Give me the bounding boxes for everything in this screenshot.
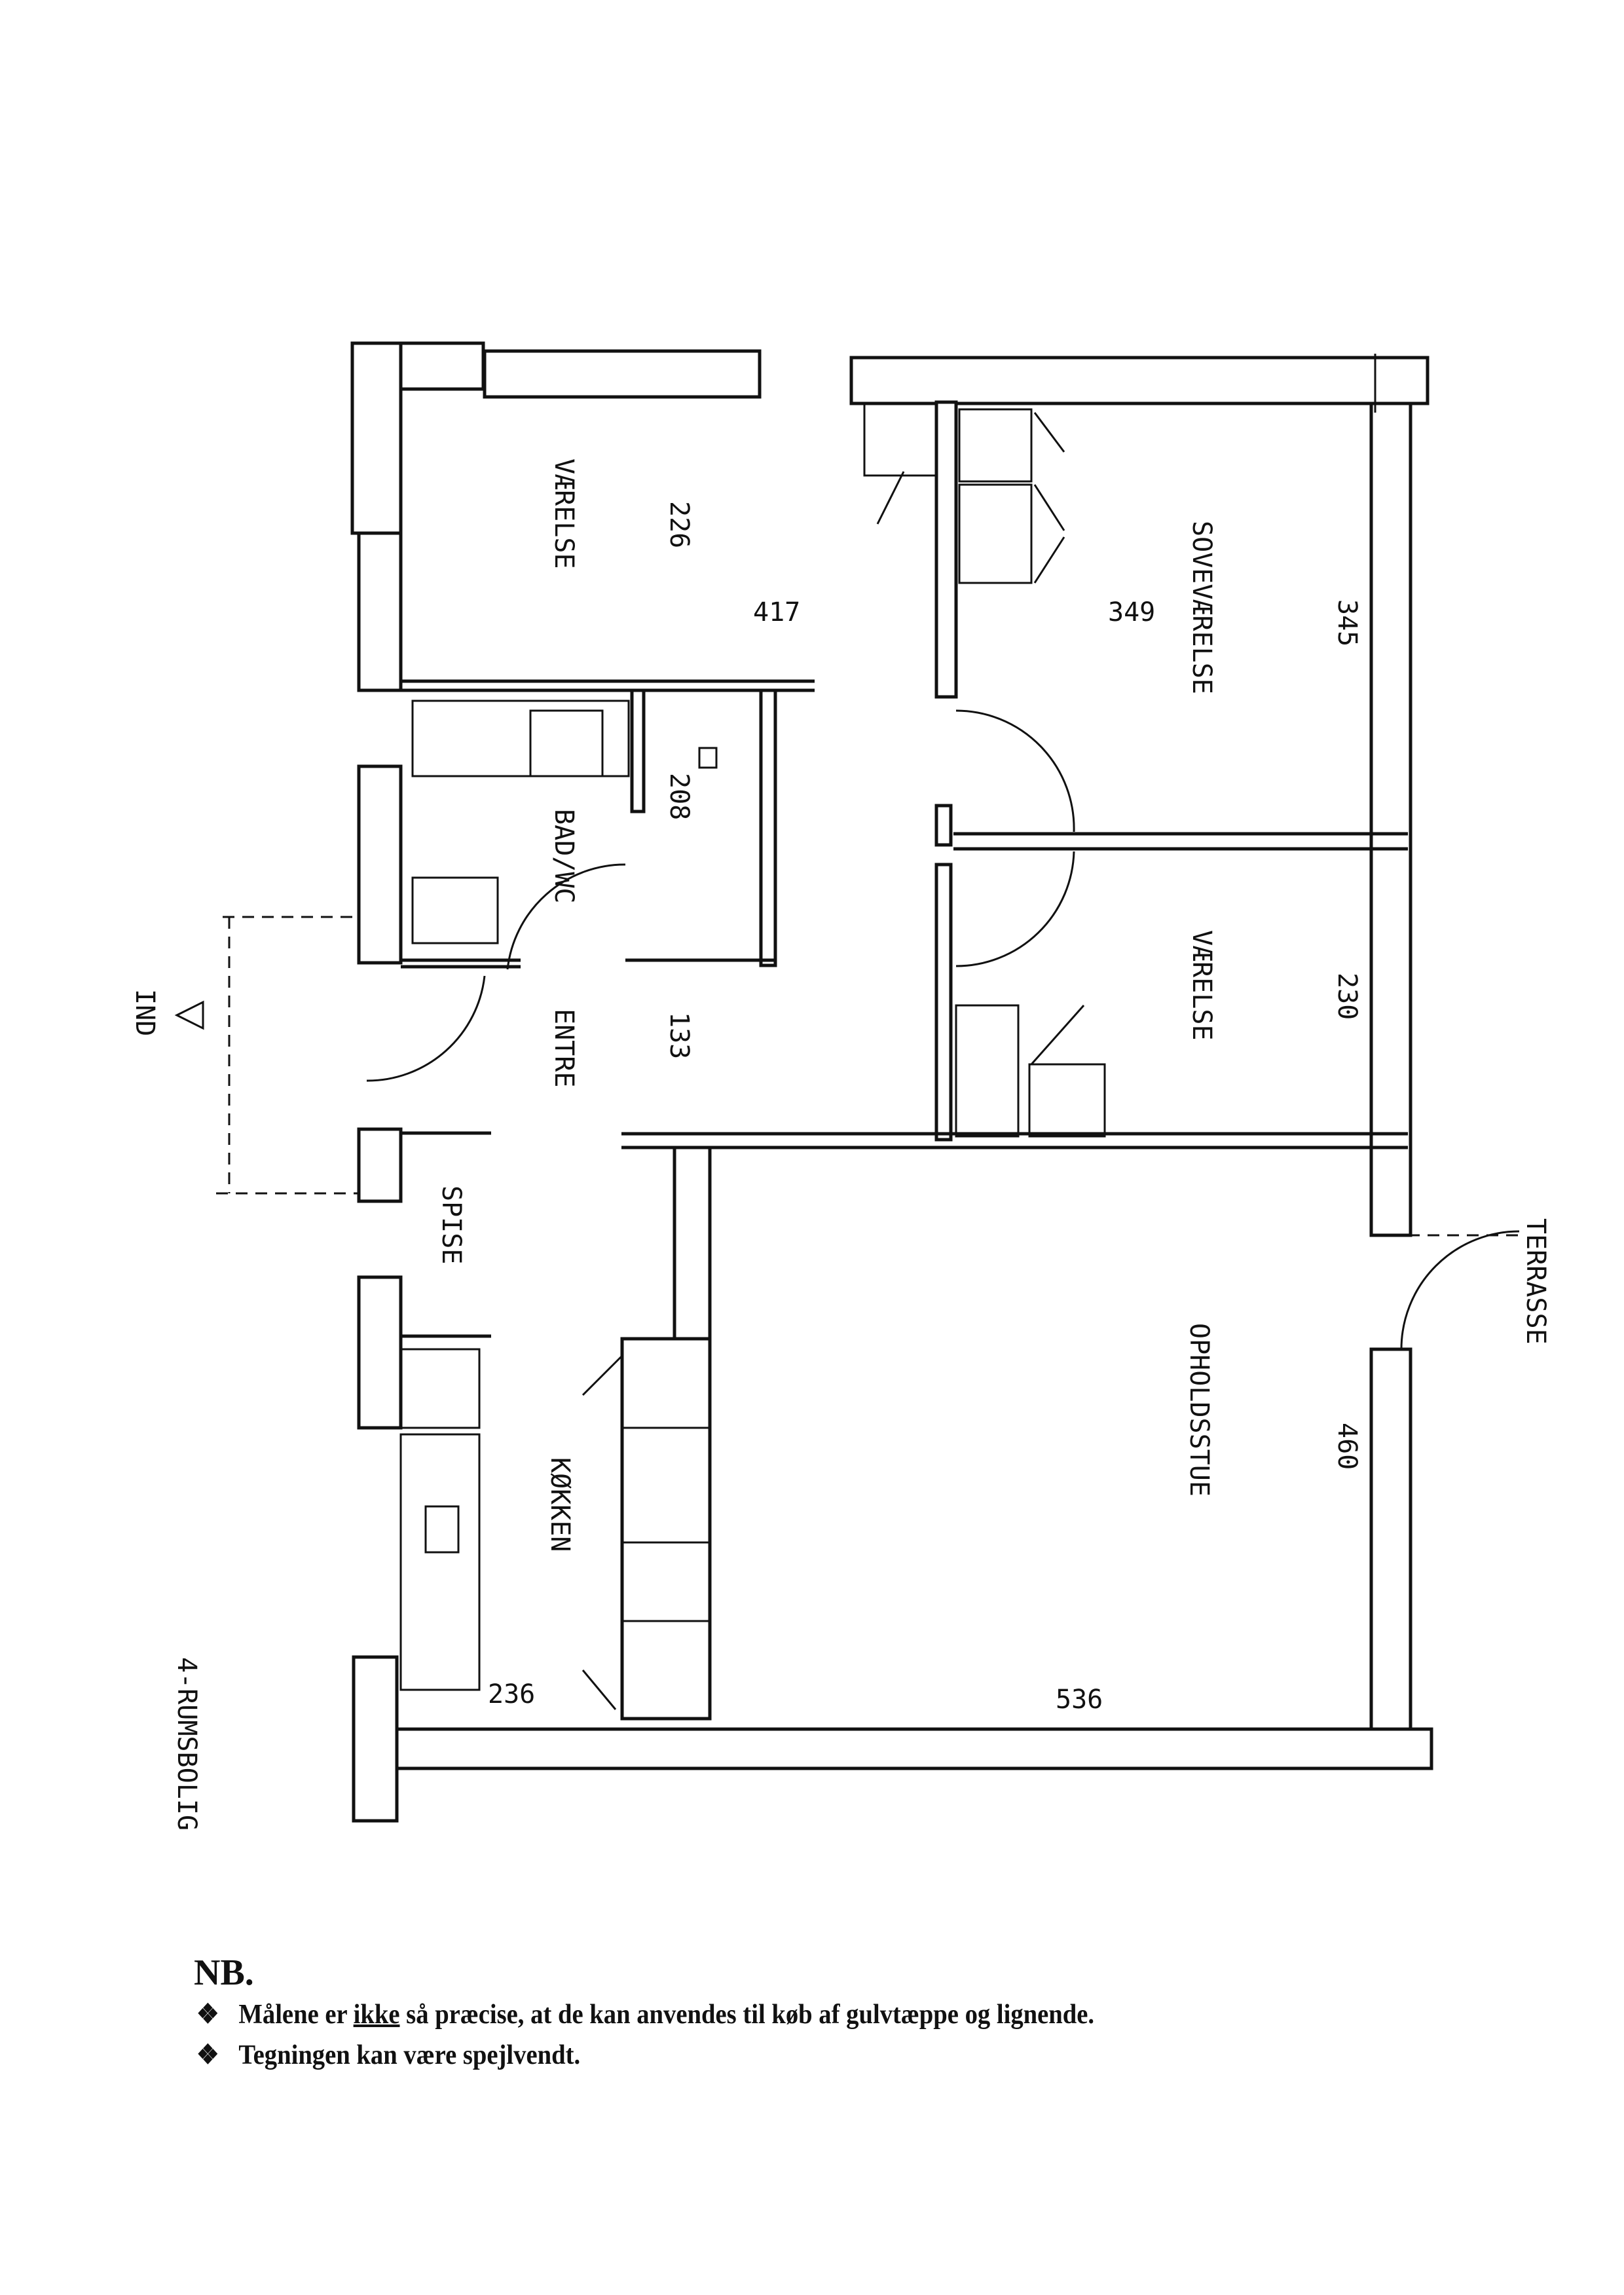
fixtures	[399, 402, 1106, 1721]
bullet-icon: ❖	[196, 2040, 219, 2070]
bath-name: BAD/WC	[549, 809, 579, 904]
note-1-underlined: ikke	[353, 2000, 400, 2030]
note-2-text: Tegningen kan være spejlvendt.	[238, 2040, 581, 2070]
dining-name: SPISE	[436, 1185, 466, 1264]
room2-dim: 230	[1332, 973, 1362, 1020]
living-dim-a: 460	[1332, 1423, 1362, 1470]
bedroom-dim-a: 349	[1108, 597, 1155, 627]
entrance-label: IND	[130, 989, 160, 1036]
bedroom-dim-b: 345	[1332, 599, 1362, 646]
note-line-1: ❖ Målene er ikke så præcise, at de kan an…	[196, 1998, 1094, 2030]
terrace-name: TERRASSE	[1521, 1218, 1551, 1345]
hall-dim: 133	[664, 1012, 694, 1059]
note-1-before: Målene er	[238, 2000, 347, 2030]
note-line-2: ❖ Tegningen kan være spejlvendt.	[196, 2038, 580, 2071]
room1-dim-b: 417	[753, 597, 800, 627]
entrance-arrow-icon	[174, 1000, 204, 1030]
door-swings	[216, 709, 1526, 1350]
hall-name: ENTRE	[549, 1009, 579, 1087]
room1-name: VÆRELSE	[549, 458, 579, 569]
kitchen-dim: 236	[488, 1679, 535, 1709]
outer-walls	[350, 341, 1433, 1823]
bullet-icon: ❖	[196, 2000, 219, 2030]
room1-dim-a: 226	[664, 501, 694, 548]
living-name: OPHOLDSSTUE	[1184, 1323, 1214, 1497]
bedroom-name: SOVEVÆRELSE	[1187, 521, 1217, 694]
kitchen-name: KØKKEN	[545, 1457, 575, 1552]
room2-name: VÆRELSE	[1187, 930, 1217, 1041]
living-dim-b: 536	[1056, 1685, 1103, 1715]
notes-heading: NB.	[194, 1952, 254, 1993]
note-1-after: så præcise, at de kan anvendes til køb a…	[406, 2000, 1095, 2030]
bath-dim: 208	[664, 773, 694, 820]
plan-title: 4-RUMSBOLIG	[172, 1657, 202, 1831]
interior-walls	[401, 400, 1408, 1716]
